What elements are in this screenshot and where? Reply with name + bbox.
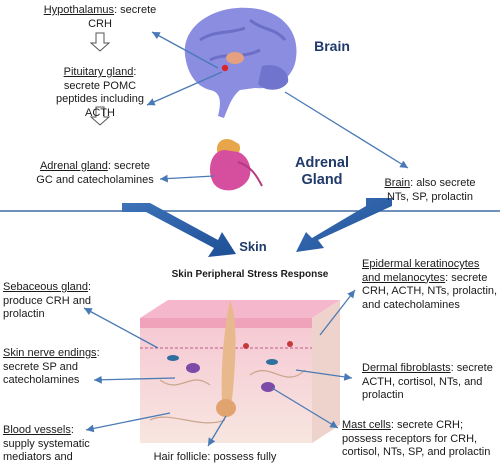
brain-secretion-line2: NTs, SP, prolactin [386,190,473,203]
hypothalamus-label: Hypothalamus: secrete CRH [40,4,160,31]
pituitary-text: : [133,66,137,78]
pituitary-line3: peptides including [55,93,145,105]
keratinocytes-name: Epidermal keratinocytes [362,258,480,270]
pituitary-label: Pituitary gland: secrete POMC peptides i… [40,66,160,120]
adrenal-title: Adrenal Gland [282,155,362,189]
adrenal-gland-name: Adrenal gland [39,160,108,172]
fibroblasts-text: : secrete [450,362,493,374]
pituitary-line4: ACTH [85,106,115,119]
skin-subtitle: Skin Peripheral Stress Response [171,269,329,280]
adrenal-title-line1: Adrenal [295,155,349,171]
keratinocytes-line2: and melanocytes [362,271,446,284]
adrenal-illustration [209,138,263,191]
mast-cells-text: : secrete CRH; [390,419,464,431]
hypothalamus-name: Hypothalamus [43,4,115,16]
skin-title: Skin [239,239,267,254]
sebaceous-text: : [88,281,92,293]
sebaceous-name: Sebaceous gland [3,281,89,293]
brain-secretion-label: Brain: also secrete NTs, SP, prolactin [370,177,490,204]
adrenal-title-line2: Gland [301,172,343,188]
adrenal-gland-line2: GC and catecholamines [36,173,154,186]
blood-vessels-line3: mediators and [3,451,73,463]
brain-secretion-name: Brain [384,177,411,189]
brain-title: Brain [314,38,350,54]
nerve-endings-text: : [96,347,100,359]
fibroblasts-label: Dermal fibroblasts: secrete ACTH, cortis… [362,362,500,403]
keratinocytes-line3: CRH, ACTH, NTs, prolactin, [362,285,498,297]
brain-illustration [184,7,297,118]
mast-cells-name: Mast cells [342,419,391,431]
keratinocytes-text: : secrete [445,271,488,284]
sebaceous-line2: produce CRH and [3,294,92,307]
hypothalamus-text: : secrete CRH [88,4,157,30]
mast-cells-line3: cortisol, NTs, SP, and prolactin [342,446,491,458]
fibroblasts-line3: prolactin [362,389,404,401]
mast-cells-label: Mast cells: secrete CRH; possess recepto… [342,419,500,460]
pituitary-line2: secrete POMC [63,79,137,92]
fibroblasts-line2: ACTH, cortisol, NTs, and [362,375,483,388]
keratinocytes-line4: and catecholamines [362,298,460,311]
brain-secretion-text: : also secrete [410,177,476,189]
skin-cross-section [140,300,340,443]
nerve-endings-name: Skin nerve endings [3,347,97,359]
adrenal-gland-label: Adrenal gland: secrete GC and catecholam… [20,160,170,187]
nerve-endings-line3: catecholamines [3,374,80,386]
fibroblasts-name: Dermal fibroblasts [362,362,451,374]
flow-arrows [89,32,111,126]
adrenal-gland-text: : secrete [107,160,151,172]
pituitary-name: Pituitary gland [63,66,134,78]
blood-vessels-line2: supply systematic [3,437,90,450]
nerve-endings-label: Skin nerve endings: secrete SP and catec… [3,347,133,388]
blood-vessels-label: Blood vessels: supply systematic mediato… [3,424,123,465]
callout-arrows [83,31,409,447]
sebaceous-line3: prolactin [3,308,45,320]
blood-vessels-name: Blood vessels [3,424,71,436]
nerve-endings-line2: secrete SP and [3,360,79,373]
keratinocytes-label: Epidermal keratinocytes and melanocytes:… [362,258,500,312]
mast-cells-line2: possess receptors for CRH, [342,432,478,445]
hair-follicle-label: Hair follicle: possess fully [153,451,277,463]
sebaceous-label: Sebaceous gland: produce CRH and prolact… [3,281,113,322]
blood-vessels-text: : [70,424,74,436]
big-arrows [122,198,392,257]
